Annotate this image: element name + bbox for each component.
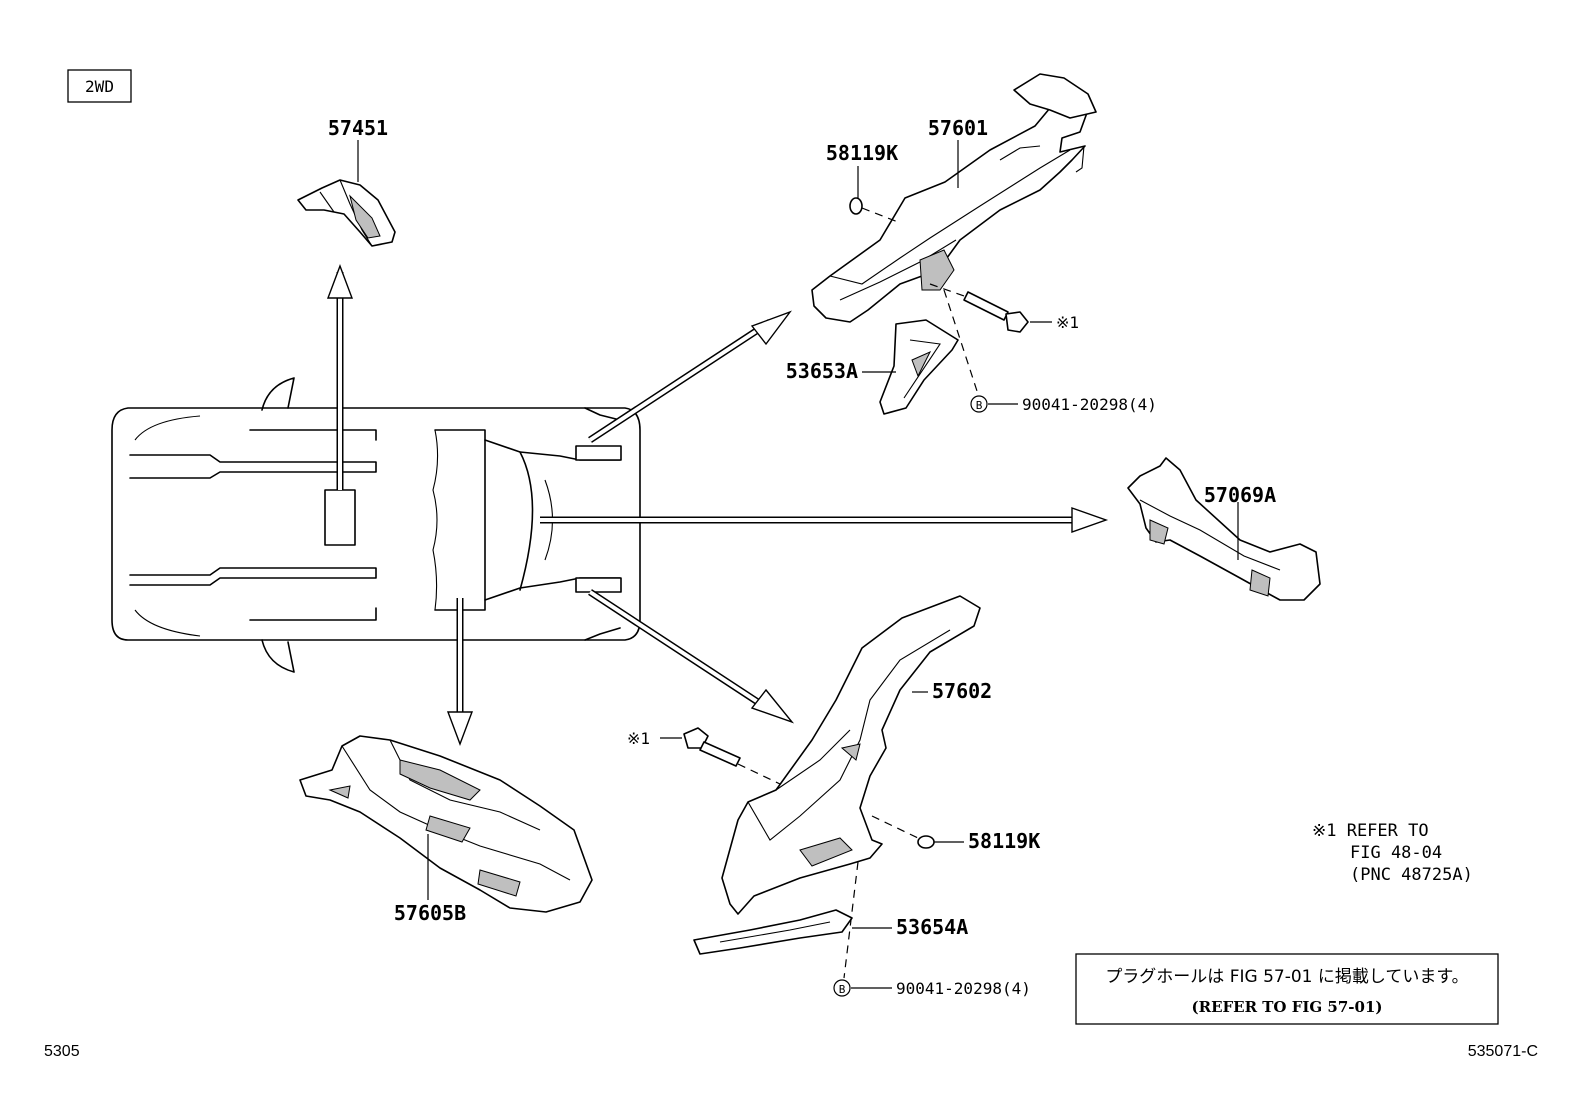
arrows [326, 264, 1109, 746]
label-57069A: 57069A [1204, 483, 1276, 507]
note-line-3: (PNC 48725A) [1350, 865, 1473, 885]
clip-marker-bottom: B [839, 983, 846, 996]
drive-type-badge: 2WD [67, 69, 132, 103]
label-53653A: 53653A [786, 359, 858, 383]
refer-box: プラグホールは FIG 57-01 に掲載しています。 (REFER TO FI… [1075, 953, 1499, 1025]
note-line-2: FIG 48-04 [1350, 843, 1442, 863]
label-57451: 57451 [328, 116, 388, 140]
drive-type-text: 2WD [85, 77, 114, 96]
footer-left-code: 5305 [44, 1043, 80, 1060]
refer-box-japanese: プラグホールは FIG 57-01 に掲載しています。 [1105, 967, 1468, 987]
part-57601-drawing: 57601 58119K ※1 53653A B 90041-20298(4) [786, 73, 1157, 415]
label-clip-top: 90041-20298(4) [1022, 395, 1157, 414]
vehicle-underbody [111, 377, 641, 673]
label-57605B: 57605B [394, 901, 466, 925]
note-line-1: ※1 REFER TO [1312, 821, 1429, 841]
part-57602-drawing: 57602 ※1 58119K 53654A B 90041-20298(4) [627, 595, 1040, 998]
label-57601: 57601 [928, 116, 988, 140]
refer-box-english: (REFER TO FIG 57-01) [1192, 998, 1383, 1016]
reference-note: ※1 REFER TO FIG 48-04 (PNC 48725A) [1312, 821, 1473, 885]
part-57451-drawing: 57451 [297, 116, 396, 247]
label-58119K-bottom: 58119K [968, 829, 1040, 853]
label-53654A: 53654A [896, 915, 968, 939]
footer-right-code: 535071-C [1468, 1043, 1538, 1060]
label-57602: 57602 [932, 679, 992, 703]
label-58119K-top: 58119K [826, 141, 898, 165]
part-57605B-drawing: 57605B [299, 735, 593, 925]
label-bolt-top: ※1 [1056, 313, 1079, 332]
label-clip-bottom: 90041-20298(4) [896, 979, 1031, 998]
label-bolt-bottom: ※1 [627, 729, 650, 748]
part-57069A-drawing: 57069A [1127, 457, 1321, 601]
clip-marker-top: B [976, 399, 983, 412]
